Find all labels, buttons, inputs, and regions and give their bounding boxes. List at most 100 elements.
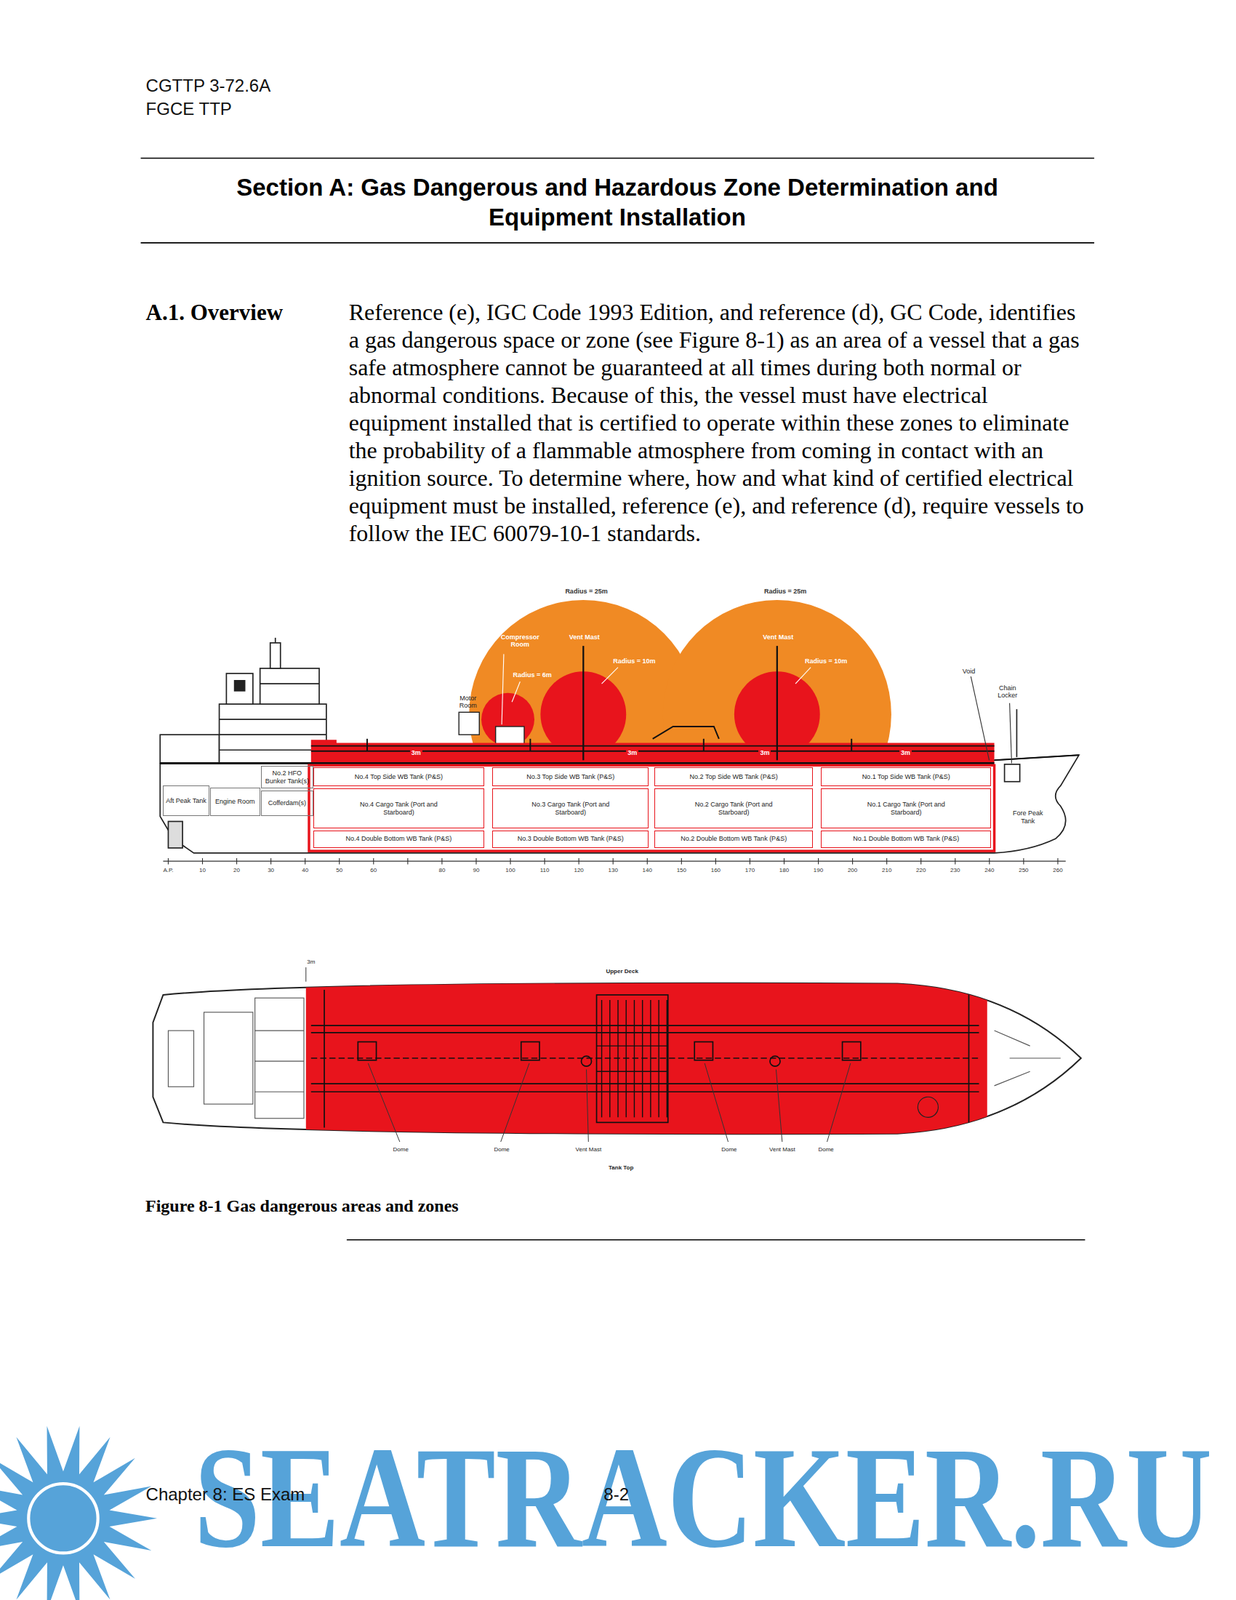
frame-number: 220 xyxy=(916,866,926,874)
frame-number: 180 xyxy=(779,866,789,874)
room-label: Compressor Room xyxy=(497,633,543,649)
dimension-label: Radius = 10m xyxy=(804,657,848,665)
page-number: 8-2 xyxy=(603,1483,629,1505)
frame-number: 250 xyxy=(1018,866,1029,874)
plan-piping xyxy=(694,1041,713,1061)
deck-piping xyxy=(529,738,531,752)
plan-detail xyxy=(994,1030,1061,1086)
frame-scale xyxy=(954,857,956,864)
frame-number: 130 xyxy=(608,866,618,874)
hazard-band xyxy=(311,739,995,763)
plan-piping xyxy=(521,1041,540,1061)
leader-line xyxy=(367,1062,400,1142)
plan-piping xyxy=(311,1024,980,1026)
plan-detail xyxy=(917,1096,938,1117)
tank-label: No.3 Top Side WB Tank (P&S) xyxy=(526,772,615,781)
superstructure xyxy=(234,680,246,691)
frame-scale xyxy=(920,857,922,864)
header-code: CGTTP 3-72.6A xyxy=(146,75,272,96)
dimension-label: Radius = 10m xyxy=(612,657,656,665)
callout-label: Vent Mast xyxy=(769,1145,796,1153)
tank-compartment: No.1 Double Bottom WB Tank (P&S) xyxy=(820,830,991,848)
plan-piping xyxy=(357,1041,376,1061)
page-rule xyxy=(141,157,1095,160)
callout-label: Dome xyxy=(817,1145,834,1153)
superstructure xyxy=(260,682,320,685)
frame-scale xyxy=(509,857,511,864)
leader-line xyxy=(602,667,618,684)
tank-compartment: No.2 HFO Bunker Tank(s) xyxy=(261,765,314,789)
fore-mast xyxy=(1016,708,1018,757)
plan-detail xyxy=(167,1030,194,1087)
frame-number: 200 xyxy=(847,866,858,874)
page-rule xyxy=(346,1238,1086,1241)
leader-line xyxy=(704,1062,728,1142)
plan-detail xyxy=(204,1012,254,1104)
watermark: SEATRACKER.RU xyxy=(194,1424,1213,1570)
leader-line xyxy=(827,1062,851,1142)
plan-hull xyxy=(306,969,988,1149)
frame-scale xyxy=(407,857,408,864)
frame-scale xyxy=(162,860,1066,862)
leader-line xyxy=(500,1062,530,1142)
plan-piping xyxy=(311,1057,980,1059)
frame-number: 150 xyxy=(676,866,687,874)
callout-label: Vent Mast xyxy=(575,1145,603,1153)
frame-scale xyxy=(475,857,477,864)
frame-scale xyxy=(270,857,272,864)
frame-number: 110 xyxy=(540,866,550,874)
superstructure xyxy=(159,637,327,764)
manifold xyxy=(657,999,659,1117)
frame-scale xyxy=(441,857,443,864)
plan-piping xyxy=(311,1090,980,1093)
frame-scale xyxy=(647,857,648,864)
frame-scale xyxy=(1022,857,1024,864)
deck-piping xyxy=(703,738,705,752)
manifold xyxy=(609,999,611,1117)
header-code: FGCE TTP xyxy=(146,98,232,120)
page-footer: Chapter 8: ES Exam xyxy=(146,1483,306,1505)
frame-scale xyxy=(886,857,888,864)
deck-piping xyxy=(159,726,1079,764)
plan-detail xyxy=(255,997,304,1119)
frame-scale xyxy=(681,857,682,864)
leader-line xyxy=(795,667,811,684)
frame-number: A.P. xyxy=(162,866,174,874)
tank-label: Cofferdam(s) xyxy=(268,799,307,808)
plan-detail xyxy=(255,1030,304,1031)
dimension-label: 3m xyxy=(899,748,912,757)
frame-number: 140 xyxy=(642,866,653,874)
tank-label: No.2 Top Side WB Tank (P&S) xyxy=(689,772,778,781)
frame-scale xyxy=(988,857,990,864)
manifold xyxy=(641,999,643,1117)
plan-piping xyxy=(311,1082,980,1085)
view-label: Upper Deck xyxy=(605,967,638,975)
hazard-zone xyxy=(663,599,892,762)
deck-house xyxy=(458,711,480,735)
plan-piping xyxy=(968,989,970,1127)
tank-label: No.1 Top Side WB Tank (P&S) xyxy=(862,772,951,781)
frame-number: 230 xyxy=(950,866,960,874)
plan-detail xyxy=(167,997,1061,1119)
superstructure xyxy=(260,668,320,704)
plan-piping xyxy=(842,1041,861,1061)
frame-number: 80 xyxy=(438,866,445,874)
plan-detail xyxy=(255,1091,304,1093)
plan-piping xyxy=(323,989,325,1127)
tank-compartment: No.4 Cargo Tank (Port and Starboard) xyxy=(313,788,485,829)
frame-number: 210 xyxy=(881,866,892,874)
superstructure xyxy=(159,734,219,763)
tank-label: No.3 Cargo Tank (Port and Starboard) xyxy=(530,800,611,817)
superstructure xyxy=(270,642,281,669)
manifold xyxy=(633,999,635,1117)
frame-scale xyxy=(304,857,306,864)
frame-number: 100 xyxy=(505,866,515,874)
deck-house xyxy=(495,726,525,745)
plan-hull xyxy=(152,969,1081,1149)
manifold xyxy=(625,999,627,1117)
hazard-zone xyxy=(468,599,892,762)
plan-piping xyxy=(769,1055,781,1066)
dimension-label: 3m xyxy=(410,748,423,757)
hazard-zone xyxy=(468,599,698,762)
leader-line xyxy=(970,676,989,760)
